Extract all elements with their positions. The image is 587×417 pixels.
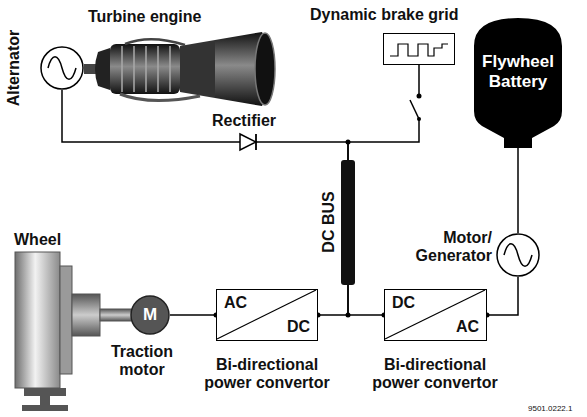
node-label: Dynamic brake grid [310, 6, 459, 24]
node-label: AC [456, 318, 479, 336]
alternator-circle: Alternator [40, 46, 84, 90]
brake-grid-box-outline [384, 34, 454, 64]
traction-motor: MTraction motor [130, 295, 170, 335]
wire [318, 285, 348, 315]
motor-generator-circle: Motor/ Generator [496, 233, 540, 277]
power-convertor-box: ACDCBi-directional power convertor [216, 289, 318, 341]
part-label: Rectifier [212, 112, 276, 130]
wire [170, 314, 216, 316]
part-label: Wheel [14, 231, 61, 249]
node-label: M [130, 295, 170, 335]
wire [62, 90, 348, 160]
node-label: Alternator [5, 30, 23, 106]
node-label: DC [287, 318, 310, 336]
wire [487, 277, 518, 315]
wire [517, 148, 519, 233]
node-label: AC [224, 294, 247, 312]
brake-grid-box: Dynamic brake grid [383, 33, 455, 65]
wire [348, 285, 384, 315]
part-label: Turbine engine [88, 8, 201, 26]
node-caption: Bi-directional power convertor [195, 356, 339, 393]
node-label: DC BUS [320, 191, 338, 252]
rail [22, 388, 68, 411]
turbine-engine [84, 32, 275, 106]
node-label: DC [392, 294, 415, 312]
figure-number: 9501.0222.1 [528, 404, 573, 413]
flywheel-battery: Flywheel Battery [466, 16, 570, 148]
node-label: Traction motor [98, 343, 186, 380]
node-label: Motor/ Generator [408, 229, 492, 266]
motor-generator-circle-outline [496, 233, 540, 277]
node-label: Flywheel Battery [473, 52, 563, 91]
rectifier-diode [240, 134, 256, 150]
node-caption: Bi-directional power convertor [363, 356, 507, 393]
wheel [15, 252, 132, 388]
brake-switch [410, 94, 425, 122]
dc-bus-bar: DC BUS [341, 160, 355, 285]
alternator-circle-outline [40, 46, 84, 90]
power-convertor-box: DCACBi-directional power convertor [384, 289, 487, 341]
wire [348, 65, 419, 160]
